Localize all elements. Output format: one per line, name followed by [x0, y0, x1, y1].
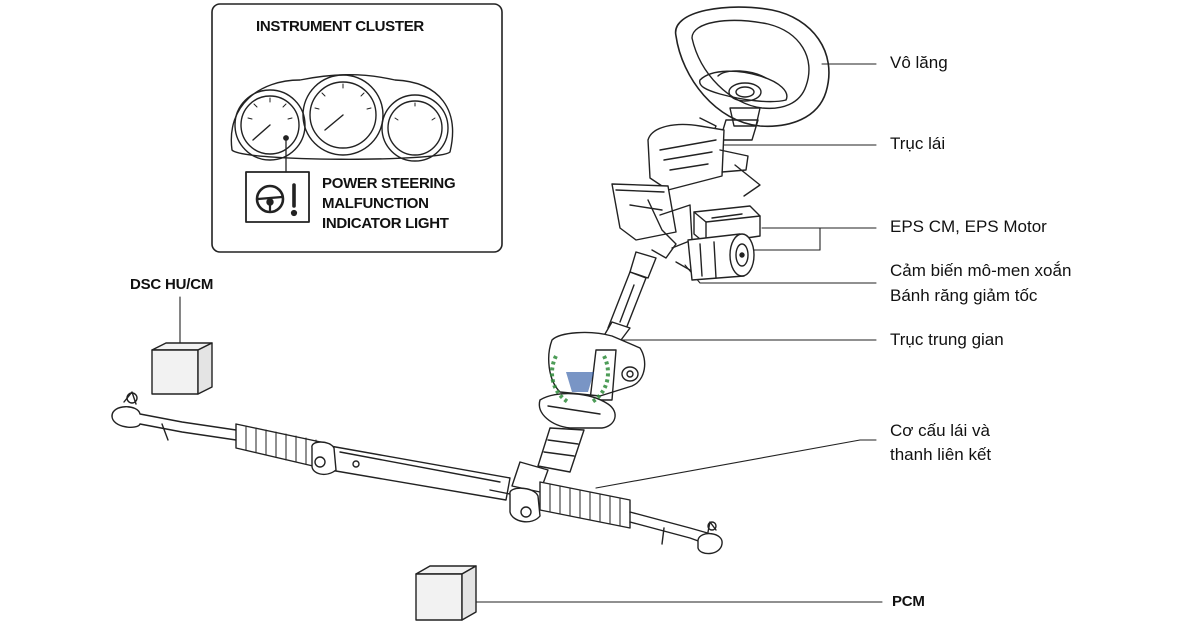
instrument-cluster-drawing — [230, 74, 454, 173]
callout-intermediate-shaft: Trục trung gian — [890, 330, 1004, 349]
steering-warning-icon — [245, 171, 310, 223]
warning-line-2: MALFUNCTION — [322, 195, 429, 212]
callout-steering-shaft: Trục lái — [890, 134, 946, 153]
callout-reduction-gear: Bánh răng giảm tốc — [890, 286, 1038, 305]
dsc-module-box — [151, 342, 213, 395]
steering-rack-drawing — [111, 391, 723, 555]
callout-gear-line-2: thanh liên kết — [890, 445, 992, 464]
warning-line-1: POWER STEERING — [322, 175, 456, 192]
callout-gear-line-1: Cơ cấu lái và — [890, 421, 990, 440]
callout-steering-wheel: Vô lăng — [890, 53, 948, 72]
steering-wheel-drawing — [675, 6, 830, 128]
leader-lines — [179, 63, 883, 603]
pcm-module-box — [415, 565, 477, 621]
callout-eps: EPS CM, EPS Motor — [890, 217, 1047, 236]
dsc-label: DSC HU/CM — [130, 276, 214, 293]
callout-torque-sensor: Cảm biến mô-men xoắn — [890, 261, 1072, 280]
pcm-label: PCM — [892, 593, 925, 610]
steering-column-drawing — [597, 117, 761, 353]
instrument-cluster-title: INSTRUMENT CLUSTER — [256, 18, 424, 35]
watermark-logo — [550, 355, 610, 404]
warning-line-3: INDICATOR LIGHT — [322, 215, 449, 232]
intermediate-shaft-drawing — [511, 331, 646, 493]
instrument-cluster-panel — [211, 3, 503, 253]
